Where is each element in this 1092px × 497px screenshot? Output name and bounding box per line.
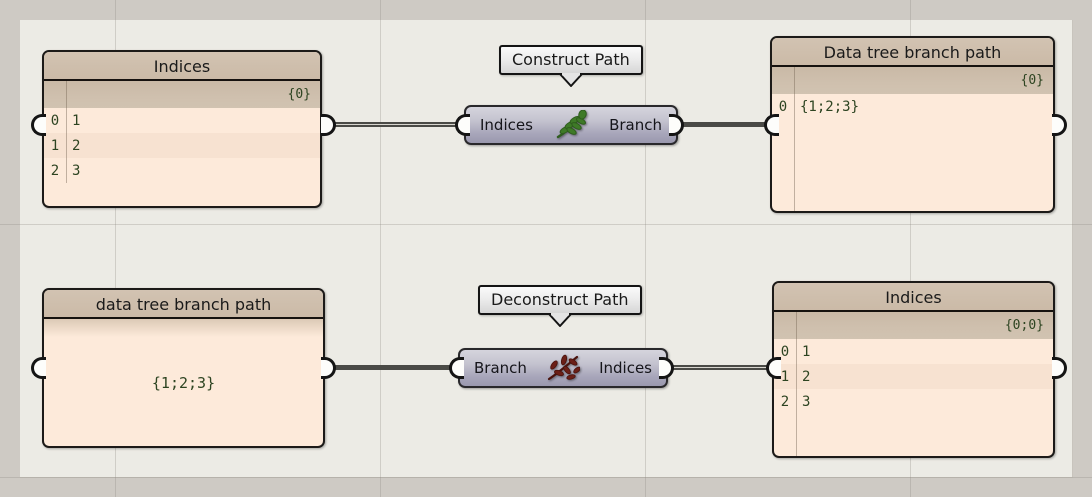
construct-path-component[interactable]: Indices Branch	[464, 105, 678, 145]
gutter-rule	[796, 312, 797, 456]
port-datatree-output-panel-in[interactable]	[764, 114, 779, 136]
component-output-label: Indices	[599, 359, 652, 377]
row-value: 3	[802, 393, 811, 410]
port-datatree-output-panel-out[interactable]	[1052, 114, 1067, 136]
port-indices-output-panel-in[interactable]	[766, 357, 781, 379]
row-value: 1	[802, 343, 811, 360]
construct-path-callout: Construct Path	[499, 45, 643, 87]
deconstruct-path-component[interactable]: Branch Indices	[458, 348, 668, 388]
table-row[interactable]: 2 3	[774, 389, 1053, 414]
panel-body: {0} 0 {1;2;3}	[772, 67, 1053, 211]
component-input-label: Indices	[480, 116, 533, 134]
panel-path-label: {0;0}	[774, 312, 1053, 339]
panel-title: Indices	[774, 283, 1053, 312]
data-tree-branch-path-output-panel[interactable]: Data tree branch path {0} 0 {1;2;3}	[770, 36, 1055, 213]
row-value: 1	[72, 112, 81, 129]
port-datatree-input-panel-out[interactable]	[321, 357, 336, 379]
port-deconstruct-path-in[interactable]	[449, 357, 464, 379]
panel-value-text: {1;2;3}	[151, 373, 216, 392]
gutter-rule	[794, 67, 795, 211]
component-input-label: Branch	[474, 359, 527, 377]
port-construct-path-in[interactable]	[455, 114, 470, 136]
callout-tail-icon	[558, 73, 583, 87]
row-index: 2	[780, 393, 790, 410]
port-construct-path-out[interactable]	[669, 114, 684, 136]
row-index: 1	[780, 368, 790, 385]
row-value: 2	[72, 137, 81, 154]
table-row[interactable]: 2 3	[44, 158, 320, 183]
deconstruct-path-callout: Deconstruct Path	[478, 285, 642, 327]
row-value: {1;2;3}	[800, 98, 860, 115]
panel-body: {1;2;3}	[44, 319, 323, 446]
port-indices-input-panel-in[interactable]	[31, 114, 46, 136]
port-indices-input-panel-out[interactable]	[321, 114, 336, 136]
row-index: 2	[50, 162, 60, 179]
panel-sheen	[44, 319, 323, 337]
panel-path-label: {0}	[772, 67, 1053, 94]
row-index: 0	[778, 98, 788, 115]
red-scattered-leaves-icon	[547, 354, 580, 381]
table-row[interactable]: 0 1	[44, 108, 320, 133]
panel-title: data tree branch path	[44, 290, 323, 319]
table-row[interactable]: 1 2	[44, 133, 320, 158]
row-value: 2	[802, 368, 811, 385]
data-tree-branch-path-input-panel[interactable]: data tree branch path {1;2;3}	[42, 288, 325, 448]
row-index: 0	[50, 112, 60, 129]
row-index: 0	[780, 343, 790, 360]
panel-path-label: {0}	[44, 81, 320, 108]
gutter-rule	[66, 81, 67, 183]
indices-output-panel[interactable]: Indices {0;0} 0 1 1 2 2 3	[772, 281, 1055, 458]
callout-tail-icon	[547, 313, 572, 327]
panel-title: Indices	[44, 52, 320, 81]
panel-title: Data tree branch path	[772, 38, 1053, 67]
panel-body: {0;0} 0 1 1 2 2 3	[774, 312, 1053, 456]
table-row[interactable]: 0 {1;2;3}	[772, 94, 1053, 119]
indices-input-panel[interactable]: Indices {0} 0 1 1 2 2 3	[42, 50, 322, 208]
green-branch-icon	[556, 110, 587, 139]
port-deconstruct-path-out[interactable]	[659, 357, 674, 379]
port-indices-output-panel-out[interactable]	[1052, 357, 1067, 379]
callout-label: Construct Path	[499, 45, 643, 75]
panel-body: {0} 0 1 1 2 2 3	[44, 81, 320, 183]
table-row[interactable]: 1 2	[774, 364, 1053, 389]
port-datatree-input-panel-in[interactable]	[31, 357, 46, 379]
component-output-label: Branch	[609, 116, 662, 134]
row-index: 1	[50, 137, 60, 154]
table-row[interactable]: 0 1	[774, 339, 1053, 364]
callout-label: Deconstruct Path	[478, 285, 642, 315]
row-value: 3	[72, 162, 81, 179]
